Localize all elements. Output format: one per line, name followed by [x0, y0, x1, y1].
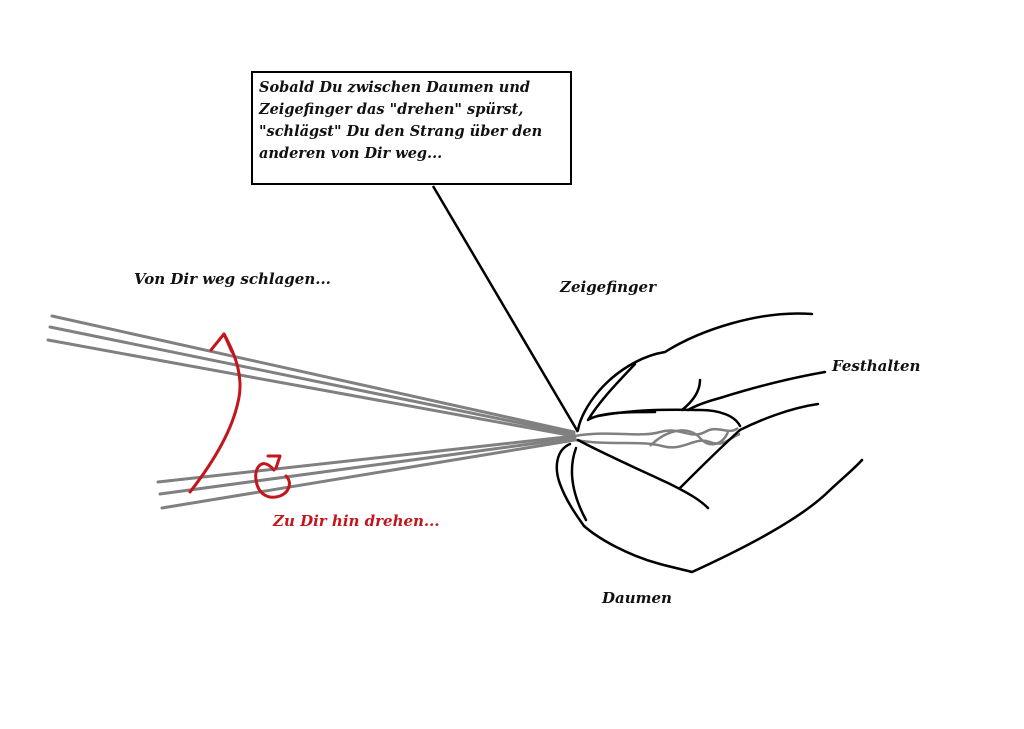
strike-away-arrowhead — [209, 332, 234, 354]
instruction-note-text: Sobald Du zwischen Daumen und Zeigefinge… — [259, 79, 543, 162]
thumb-label: Daumen — [602, 589, 672, 607]
twist-loop-1 — [574, 426, 739, 438]
upper-strand-1 — [50, 314, 576, 434]
lower-strand-bundle — [156, 434, 577, 510]
instruction-note-box: Sobald Du zwischen Daumen und Zeigefinge… — [251, 71, 572, 185]
index-finger-lower — [596, 408, 742, 428]
palm-outline — [582, 458, 864, 574]
strike-away-label: Von Dir weg schlagen... — [134, 270, 331, 288]
index-finger-top — [576, 312, 814, 432]
middle-finger-back — [678, 402, 820, 490]
twist-toward-arrowhead — [266, 454, 282, 470]
strike-away-arrow — [188, 332, 242, 494]
thumb-nail — [570, 446, 588, 522]
twist-loop-3 — [649, 429, 730, 447]
red-arrows — [188, 332, 291, 499]
thumb-tip — [555, 442, 586, 528]
upper-strand-3 — [46, 338, 576, 438]
twist-toward-arrow — [254, 462, 291, 499]
upper-strand-2 — [48, 325, 576, 436]
thumb-pad — [576, 438, 710, 510]
hand-outline — [555, 312, 864, 574]
upper-strand-bundle — [46, 314, 576, 438]
lower-strand-1 — [156, 434, 577, 484]
lower-strand-3 — [160, 438, 577, 510]
lower-strand-2 — [158, 436, 577, 496]
middle-finger-line — [680, 378, 702, 412]
middle-finger-top — [686, 370, 827, 412]
twisted-strand-section — [574, 426, 741, 449]
hold-label: Festhalten — [832, 357, 921, 375]
twist-toward-label: Zu Dir hin drehen... — [273, 512, 440, 530]
index-finger-label: Zeigefinger — [560, 278, 656, 296]
note-pointer-line — [431, 185, 580, 433]
